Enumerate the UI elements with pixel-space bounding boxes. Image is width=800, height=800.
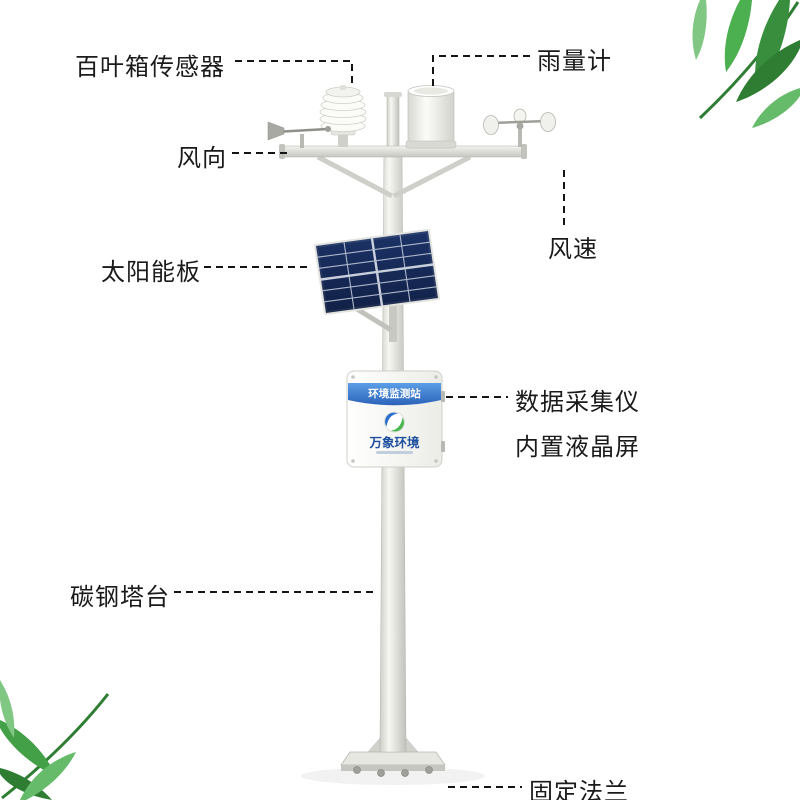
label-solar-panel: 太阳能板 (101, 258, 201, 286)
callout-line-louver-sensor (235, 60, 353, 86)
callout-lines (174, 55, 565, 788)
mounting-flange (340, 737, 446, 777)
brand-subtitle-bar (376, 451, 413, 454)
louver-sensor (319, 85, 367, 147)
label-lcd-screen: 内置液晶屏 (515, 433, 640, 461)
brand-logo-text: 万象环境 (368, 435, 420, 450)
anchor-bolt (425, 766, 433, 774)
label-flange: 固定法兰 (529, 778, 629, 800)
box-banner (348, 383, 441, 406)
callout-line-rain-gauge (432, 55, 530, 86)
label-wind-direction: 风向 (177, 144, 227, 172)
label-rain-gauge: 雨量计 (537, 47, 612, 75)
anchor-bolt (353, 766, 361, 774)
cross-arm (279, 144, 527, 199)
top-mast (386, 95, 400, 155)
box-hinge (441, 391, 445, 402)
leaf-decoration-top-right (692, 0, 800, 128)
solar-cell-grid (317, 234, 437, 310)
leaf-decoration-bottom-left (0, 680, 110, 800)
brand-logo-icon (384, 411, 405, 433)
label-louver-sensor: 百叶箱传感器 (75, 53, 225, 81)
label-wind-speed: 风速 (548, 235, 598, 263)
label-tower: 碳钢塔台 (70, 583, 170, 611)
data-logger-box: 环境监测站 万象环境 (346, 370, 445, 468)
anchor-bolt (377, 769, 385, 777)
rain-gauge (405, 85, 457, 149)
wind-direction-vane (267, 121, 331, 148)
mast-cap (384, 92, 402, 97)
box-banner-text: 环境监测站 (368, 387, 421, 400)
label-data-logger: 数据采集仪 (515, 388, 640, 416)
anchor-bolt (401, 769, 409, 777)
ground-shadow (301, 767, 485, 785)
box-hinge (441, 441, 445, 452)
wind-speed-anemometer (483, 108, 556, 147)
solar-panel (314, 229, 440, 342)
